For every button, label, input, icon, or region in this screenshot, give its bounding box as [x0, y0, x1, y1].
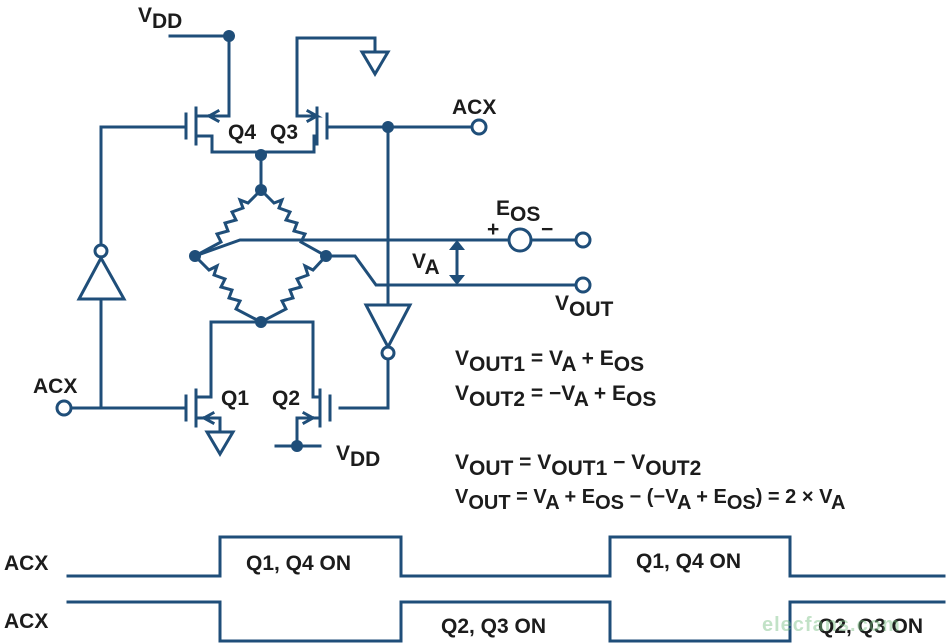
q3-transistor [259, 106, 390, 154]
svg-text:VOUT1 = VA + EOS: VOUT1 = VA + EOS [455, 347, 644, 376]
timing-row1-phase-b: Q1, Q4 ON [636, 550, 741, 573]
eos-plus: + [487, 218, 499, 241]
left-node-output-wire [193, 238, 511, 258]
eos-label: EOS [496, 197, 540, 226]
va-arrow [449, 240, 465, 285]
q1-label: Q1 [221, 387, 249, 410]
acx-top-terminal[interactable] [470, 118, 488, 136]
svg-text:VOUT = VA + EOS − (−VA + EOS): VOUT = VA + EOS − (−VA + EOS) = 2 × VA [455, 486, 845, 514]
q4-label: Q4 [228, 121, 256, 144]
q4-source-arrow [203, 108, 231, 124]
q3-label: Q3 [270, 121, 298, 144]
timing-row1-phase-a: Q1, Q4 ON [246, 552, 351, 575]
timing-row2-waveform [66, 600, 946, 643]
watermark: elecfans.com [762, 614, 901, 636]
equation-3: VOUT = VOUT1 − VOUT2 [455, 451, 701, 480]
vdd-bottom-label: VDD [336, 442, 380, 471]
eos-minus: − [541, 218, 553, 241]
nmos-drain-wires [209, 320, 315, 399]
equation-2: VOUT2 = −VA + EOS [455, 382, 656, 411]
q4-transistor [99, 106, 263, 154]
vout-terminal[interactable] [574, 276, 592, 294]
acx-top-label: ACX [452, 96, 496, 119]
q2-vdd-node [291, 440, 303, 452]
q2-label: Q2 [272, 387, 300, 410]
timing-row1-label: ACX [4, 552, 48, 575]
bridge-resistors [192, 187, 329, 325]
q3-source-wire [295, 36, 377, 118]
vdd-top-label: VDD [138, 4, 182, 33]
right-inverter [338, 303, 413, 410]
q1-transistor [184, 388, 236, 457]
svg-text:VDD: VDD [138, 4, 182, 33]
va-label: VA [412, 250, 440, 279]
equation-4: VOUT = VA + EOS − (−VA + EOS) = 2 × VA [455, 486, 845, 514]
left-inverter [76, 125, 127, 410]
q2-transistor [295, 388, 332, 448]
eos-output-terminal[interactable] [574, 231, 592, 249]
acx-left-terminal[interactable] [55, 399, 73, 417]
timing-row2-phase-a: Q2, Q3 ON [441, 615, 546, 638]
equation-1: VOUT1 = VA + EOS [455, 347, 644, 376]
eos-source [507, 227, 578, 253]
timing-row2-phase-b: Q2, Q3 ON [818, 615, 923, 638]
timing-row2-label: ACX [4, 610, 48, 633]
right-node-output-wire [324, 254, 578, 287]
acx-left-label: ACX [33, 375, 77, 398]
ground-symbol-top [359, 50, 391, 77]
vout-label: VOUT [555, 292, 614, 321]
svg-text:VOUT2 = −VA + EOS: VOUT2 = −VA + EOS [455, 382, 656, 411]
timing-row1-waveform [66, 535, 946, 578]
svg-text:VOUT = VOUT1 − VOUT2: VOUT = VOUT1 − VOUT2 [455, 451, 701, 480]
